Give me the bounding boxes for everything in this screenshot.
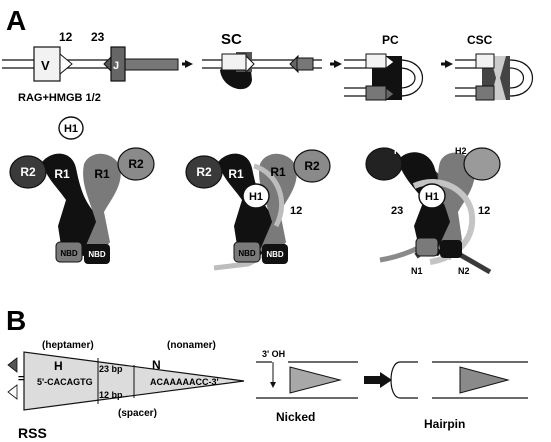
label-23: 23: [91, 30, 105, 44]
spacer-label: (spacer): [118, 408, 157, 419]
j-segment: [110, 46, 126, 82]
h-label: H: [54, 359, 63, 373]
rag-label: RAG+HMGB 1/2: [18, 92, 101, 104]
c2-r1-left: R1: [228, 167, 244, 181]
seq-right: ACAAAAACC-3': [150, 377, 219, 387]
c1-r2-left: R2: [20, 165, 36, 179]
c2-r2-left: R2: [196, 165, 212, 179]
c3-label-23: 23: [391, 205, 403, 217]
v-label: V: [41, 58, 50, 73]
csc-label: CSC: [467, 33, 493, 47]
nonamer-label: (nonamer): [167, 340, 216, 351]
c2-r2-right: R2: [304, 159, 320, 173]
panel-b-letter: B: [6, 305, 26, 336]
equals-sign: =: [18, 373, 24, 385]
c2-nbd-right: NBD: [266, 250, 284, 259]
c1-r2-right: R2: [128, 157, 144, 171]
csc-complex: [455, 53, 534, 101]
hairpin-label: Hairpin: [424, 417, 465, 431]
arrow-to-sc: [185, 60, 193, 68]
arrow-to-csc: [445, 60, 453, 68]
12-rss-triangle: [59, 52, 73, 76]
heptamer-label: (heptamer): [42, 340, 94, 351]
pc-complex: [344, 53, 424, 101]
pc-label: PC: [382, 33, 399, 47]
j-label: J: [113, 60, 119, 72]
c2-h1: H1: [249, 191, 263, 203]
c3-n2: N2: [458, 266, 470, 276]
h1-oval-label: H1: [64, 123, 78, 135]
nicked-label: Nicked: [276, 410, 315, 424]
nicked-diagram: [256, 361, 358, 399]
panel-a-letter: A: [6, 5, 26, 36]
c1-r1-right: R1: [94, 167, 110, 181]
rag-complex-1: [9, 147, 155, 264]
c2-label-12: 12: [290, 205, 302, 217]
seq-left: 5'-CACAGTG: [37, 377, 93, 387]
c3-h1-top: H1: [394, 146, 406, 156]
label-12: 12: [59, 30, 73, 44]
hairpin-diagram: [390, 361, 528, 399]
c3-n1: N1: [411, 266, 423, 276]
c3-h2-top: H2: [455, 146, 467, 156]
rag-complex-2: [185, 149, 331, 271]
legend-triangle-23: [7, 357, 18, 373]
c2-r1-right: R1: [270, 165, 286, 179]
bp23-label: 23 bp: [99, 364, 123, 374]
arrow-to-hairpin: [380, 372, 392, 388]
h1-oval: [58, 116, 84, 140]
oh3-label: 3' OH: [262, 349, 285, 359]
rag-complex-3: [365, 147, 501, 275]
bp12-label: 12 bp: [99, 390, 123, 400]
legend-triangle-12: [7, 384, 18, 400]
n-label: N: [152, 358, 161, 372]
linear-dna: [2, 46, 179, 82]
rss-label: RSS: [18, 425, 47, 441]
c1-r1-left: R1: [54, 167, 70, 181]
sc-label: SC: [221, 31, 242, 48]
c3-label-12: 12: [478, 205, 490, 217]
c3-h1-center: H1: [425, 191, 439, 203]
c1-nbd-right: NBD: [88, 250, 106, 259]
c2-nbd-left: NBD: [238, 249, 256, 258]
arrow-to-pc: [334, 60, 342, 68]
sc-complex: [202, 52, 322, 90]
c1-nbd-left: NBD: [60, 249, 78, 258]
